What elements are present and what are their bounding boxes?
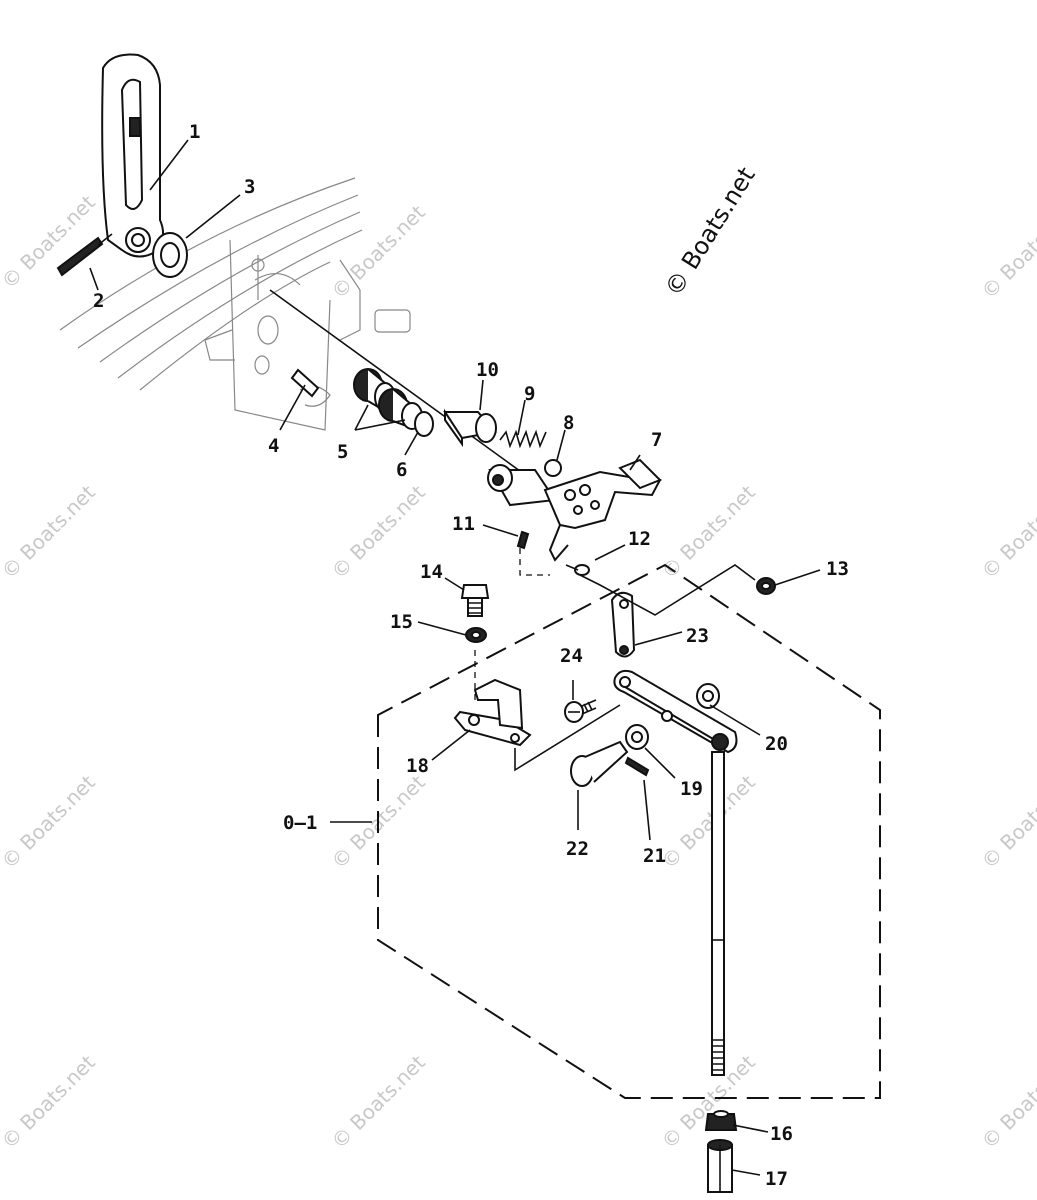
callout-16: 16 [770, 1123, 793, 1145]
callout-13: 13 [826, 558, 849, 580]
watermark: © Boats.net [977, 770, 1037, 873]
shift-lever [101, 53, 165, 258]
watermark: © Boats.net [657, 480, 760, 583]
watermark: © Boats.net [0, 480, 100, 583]
watermark: © Boats.net [977, 1050, 1037, 1153]
retaining-ring [414, 411, 434, 437]
mount-bracket [453, 678, 532, 747]
watermark: © Boats.net [0, 770, 100, 873]
callout-10: 10 [476, 359, 499, 381]
hex-nut [704, 1110, 738, 1131]
callout-24: 24 [560, 645, 583, 667]
assembly-boundary [377, 563, 881, 1099]
watermark: © Boats.net [327, 1050, 430, 1153]
roll-pin [56, 233, 113, 277]
locknut-13 [756, 577, 776, 595]
clip-12 [565, 564, 590, 576]
callout-21: 21 [643, 845, 666, 867]
watermark: © Boats.net [0, 1050, 100, 1153]
watermark: © Boats.net [977, 200, 1037, 303]
washer-20 [696, 683, 720, 709]
watermark: © Boats.net [327, 480, 430, 583]
clevis-pin [570, 740, 629, 787]
dowel-pin [290, 368, 320, 398]
callout-23: 23 [686, 625, 709, 647]
callout-19: 19 [680, 778, 703, 800]
watermark-layer: © Boats.net © Boats.net © Boats.net © Bo… [0, 190, 1037, 1153]
callout-20: 20 [765, 733, 788, 755]
lockwasher-15 [465, 627, 487, 643]
bushings [353, 368, 423, 430]
assembly-axis-line [269, 289, 561, 501]
callout-2: 2 [93, 290, 104, 312]
callout-3: 3 [244, 176, 255, 198]
callout-4: 4 [268, 435, 279, 457]
callout-12: 12 [628, 528, 651, 550]
connector-dash [519, 548, 550, 576]
washer-19 [625, 724, 649, 750]
washer-3 [152, 232, 188, 278]
cotter-pin-11 [516, 530, 530, 550]
cotter-pin-21 [624, 756, 650, 777]
subgroup-outline [514, 704, 621, 772]
callout-labels: 1 2 3 4 5 6 7 8 9 10 11 12 13 14 15 16 1… [93, 121, 849, 1190]
spring [499, 429, 547, 449]
copyright-notice: © Boats.net [659, 162, 760, 301]
leader-lines [89, 139, 821, 1176]
shift-rod [711, 751, 725, 1076]
subgroup-outline [579, 564, 756, 616]
callout-15: 15 [390, 611, 413, 633]
callout-18: 18 [406, 755, 429, 777]
watermark: © Boats.net [327, 200, 430, 303]
callout-8: 8 [563, 412, 574, 434]
watermark: © Boats.net [657, 1050, 760, 1153]
callout-6: 6 [396, 459, 407, 481]
callout-9: 9 [524, 383, 535, 405]
sleeve [443, 408, 497, 448]
callout-5: 5 [337, 441, 348, 463]
callout-7: 7 [651, 429, 662, 451]
callout-1: 1 [189, 121, 200, 143]
callout-11: 11 [452, 513, 475, 535]
engine-housing-outline [59, 177, 411, 431]
watermark: © Boats.net [0, 190, 100, 293]
callout-14: 14 [420, 561, 443, 583]
shift-plate [613, 669, 738, 754]
coupler-nut [707, 1139, 733, 1193]
screw-24 [564, 699, 597, 723]
watermark: © Boats.net [977, 480, 1037, 583]
watermark: © Boats.net [657, 770, 760, 873]
callout-17: 17 [765, 1168, 788, 1190]
callout-22: 22 [566, 838, 589, 860]
callout-0-1: 0–1 [283, 812, 317, 834]
detent-ball [544, 459, 562, 477]
shift-bracket [543, 458, 662, 562]
bolt-14 [460, 584, 490, 617]
